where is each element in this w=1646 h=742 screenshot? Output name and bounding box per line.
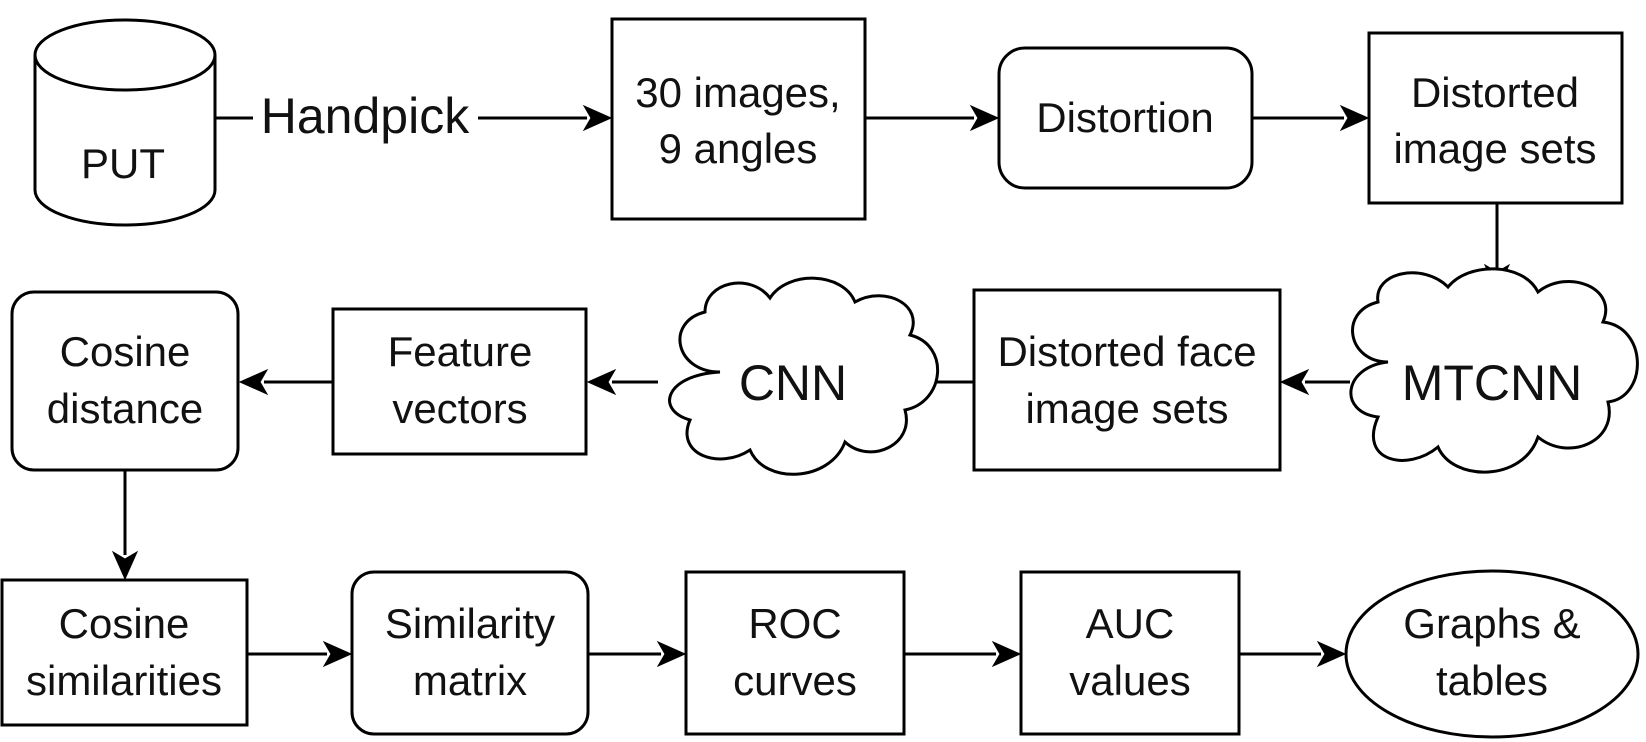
- cosine-similarities-label-line1: Cosine: [59, 600, 190, 647]
- auc-values-node: AUC values: [1019, 570, 1241, 736]
- cosine-similarities-label-line2: similarities: [26, 657, 222, 704]
- arrow-matrix-to-roc: [588, 640, 687, 668]
- cnn-label: CNN: [739, 355, 847, 411]
- arrow-roc-to-auc: [904, 640, 1022, 668]
- arrow-cosine-distance-to-similarities: [111, 470, 139, 581]
- similarity-matrix-label-line2: matrix: [413, 657, 527, 704]
- feature-vectors-node: Feature vectors: [331, 307, 588, 456]
- auc-label-line2: values: [1069, 657, 1190, 704]
- arrow-auc-to-graphs: [1239, 640, 1347, 668]
- distortion-node: Distortion: [997, 46, 1254, 190]
- handpick-label: Handpick: [261, 88, 470, 144]
- features-label-line2: vectors: [392, 385, 527, 432]
- auc-label-line1: AUC: [1086, 600, 1175, 647]
- images-label-line1: 30 images,: [635, 69, 840, 116]
- mtcnn-cloud-node: MTCNN: [1349, 267, 1639, 474]
- similarity-matrix-node: Similarity matrix: [350, 570, 590, 736]
- distorted-image-sets-node: Distorted image sets: [1367, 31, 1624, 205]
- images-node: 30 images, 9 angles: [610, 17, 867, 221]
- arrow-distortion-to-distorted-sets: [1252, 104, 1370, 132]
- arrow-images-to-distortion: [865, 104, 1000, 132]
- face-sets-label-line2: image sets: [1025, 385, 1228, 432]
- put-database-node: PUT: [33, 18, 217, 227]
- distorted-sets-label-line1: Distorted: [1411, 69, 1579, 116]
- distorted-sets-label-line2: image sets: [1393, 125, 1596, 172]
- put-label: PUT: [81, 140, 165, 187]
- graphs-tables-node: Graphs & tables: [1344, 569, 1640, 739]
- mtcnn-label: MTCNN: [1402, 355, 1583, 411]
- distorted-face-image-sets-node: Distorted face image sets: [972, 288, 1282, 472]
- arrow-similarities-to-matrix: [247, 640, 353, 668]
- cosine-distance-node: Cosine distance: [10, 290, 240, 472]
- roc-curves-node: ROC curves: [684, 570, 906, 736]
- graphs-label-line2: tables: [1436, 657, 1548, 704]
- roc-label-line2: curves: [733, 657, 857, 704]
- graphs-label-line1: Graphs &: [1403, 600, 1580, 647]
- similarity-matrix-label-line1: Similarity: [385, 600, 555, 647]
- arrow-mtcnn-to-face-sets: [1279, 368, 1350, 396]
- handpick-edge: Handpick: [215, 88, 613, 144]
- arrow-cnn-to-features: [586, 368, 658, 396]
- images-label-line2: 9 angles: [659, 125, 818, 172]
- arrow-features-to-cosine-distance: [238, 368, 333, 396]
- cnn-cloud-node: CNN: [668, 276, 939, 476]
- distortion-label: Distortion: [1036, 94, 1213, 141]
- features-label-line1: Feature: [388, 328, 533, 375]
- cosine-distance-label-line1: Cosine: [60, 328, 191, 375]
- cosine-distance-label-line2: distance: [47, 385, 203, 432]
- face-sets-label-line1: Distorted face: [997, 328, 1256, 375]
- cosine-similarities-node: Cosine similarities: [0, 578, 249, 727]
- roc-label-line1: ROC: [748, 600, 841, 647]
